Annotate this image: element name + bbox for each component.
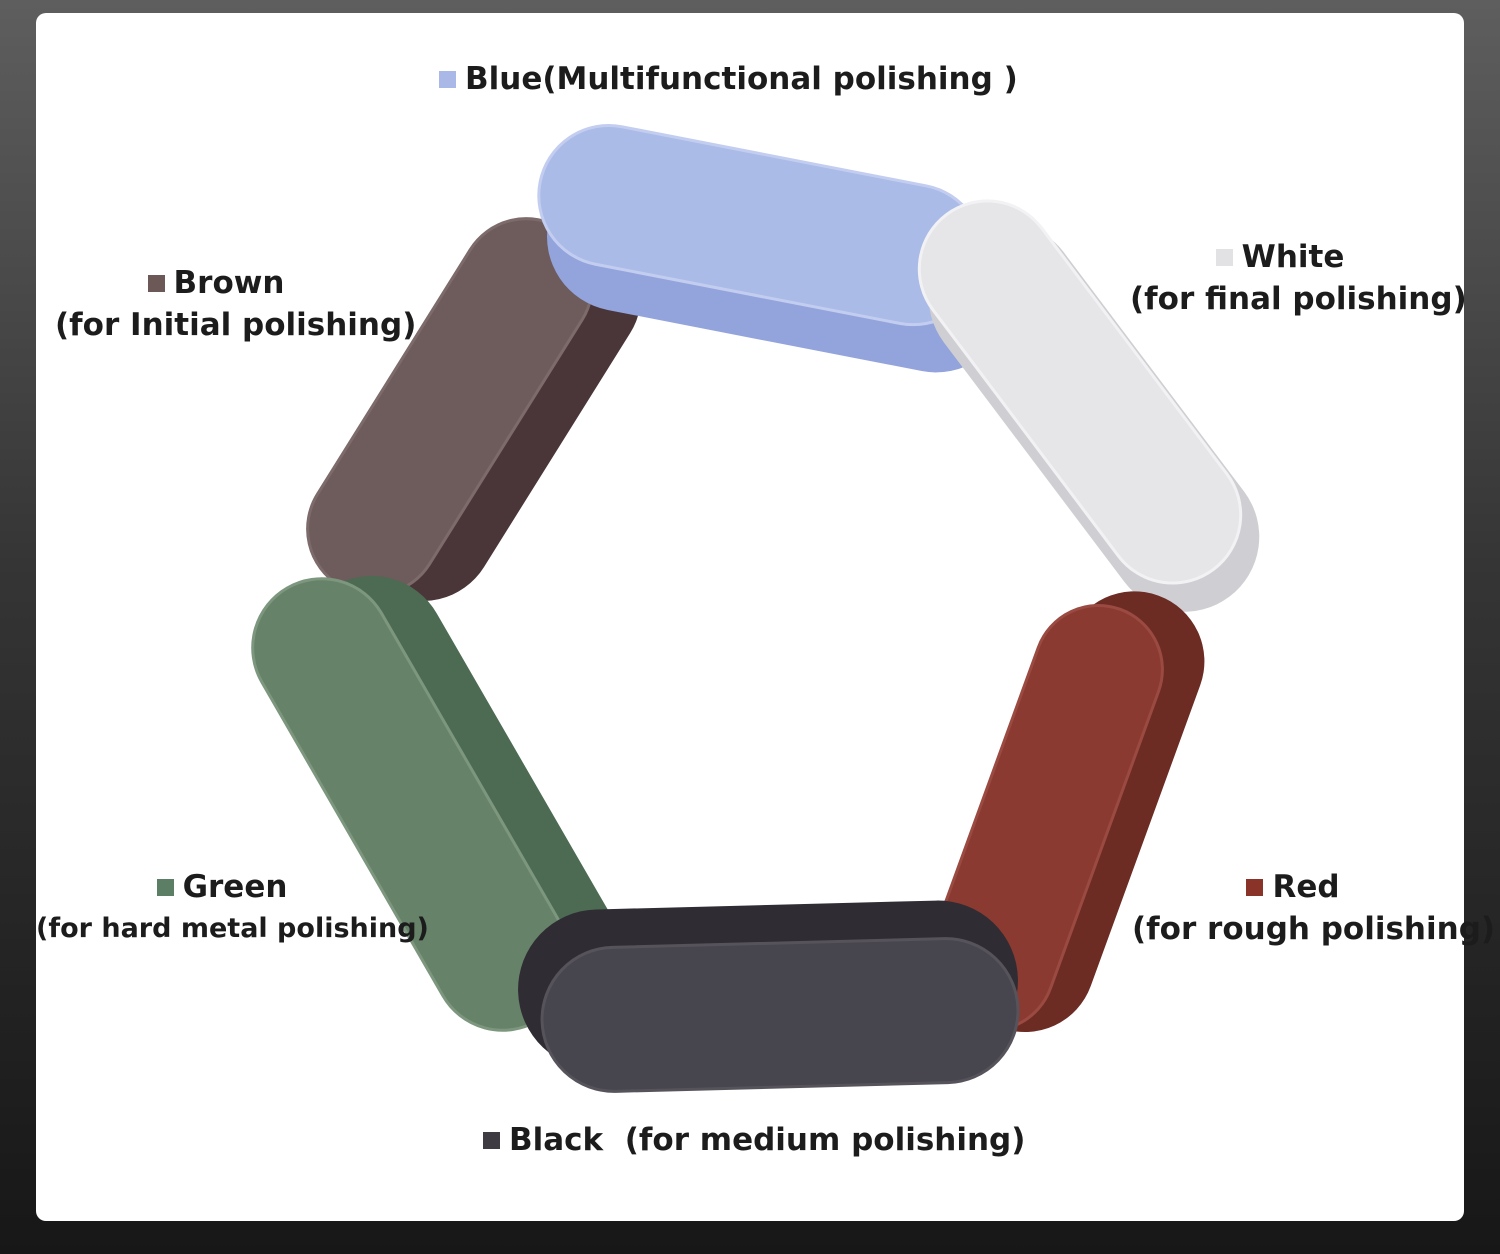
blue-swatch — [439, 71, 456, 88]
label-black: Black (for medium polishing) — [483, 1119, 1025, 1161]
white-bar — [917, 199, 1260, 612]
label-white-use: (for final polishing) — [1130, 281, 1467, 317]
brown-swatch — [147, 275, 165, 292]
label-blue: Blue(Multifunctional polishing ) — [439, 58, 1018, 100]
red-swatch — [1246, 879, 1264, 896]
label-green-use: (for hard metal polishing) — [36, 913, 429, 944]
black-swatch — [483, 1132, 500, 1149]
label-red-name: Red — [1272, 869, 1340, 905]
label-black-text: Black (for medium polishing) — [509, 1122, 1026, 1158]
label-white-name: White — [1241, 239, 1345, 275]
label-blue-text: Blue(Multifunctional polishing ) — [465, 61, 1018, 97]
label-green-name: Green — [182, 869, 288, 905]
label-brown-name: Brown — [173, 265, 285, 301]
blue-bar — [537, 124, 1012, 373]
black-bar — [518, 900, 1020, 1093]
label-white: White (for final polishing) — [1130, 236, 1467, 320]
black-bar-top — [540, 937, 1020, 1093]
label-red-use: (for rough polishing) — [1132, 911, 1496, 947]
label-red: Red (for rough polishing) — [1132, 866, 1496, 950]
white-bar-top — [917, 199, 1243, 585]
white-swatch — [1215, 249, 1233, 266]
label-brown-use: (for Initial polishing) — [55, 307, 417, 343]
label-brown: Brown (for Initial polishing) — [55, 262, 417, 346]
label-green: Green (for hard metal polishing) — [36, 866, 429, 950]
green-swatch — [156, 879, 174, 896]
